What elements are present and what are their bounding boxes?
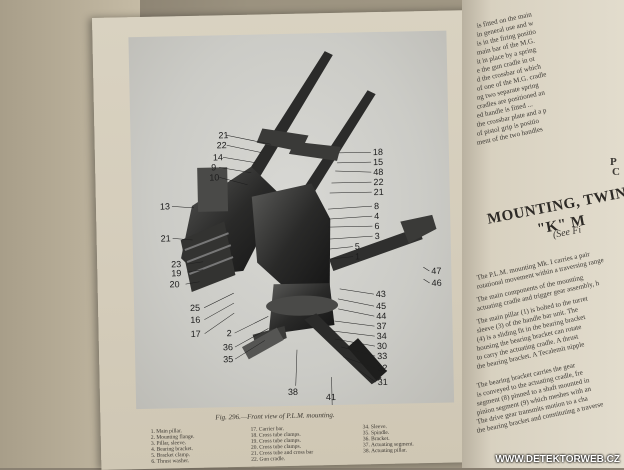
- callout-label: 46: [431, 277, 442, 288]
- callout-label: 8: [373, 201, 380, 212]
- callout-label: 30: [376, 340, 388, 352]
- callout-label: 37: [376, 320, 387, 332]
- figure-caption: Fig. 296.—Front view of P.L.M. mounting.: [215, 411, 335, 422]
- callout-label: 34: [376, 330, 387, 342]
- callout-label: 3: [374, 231, 380, 242]
- callout-label: 17: [190, 328, 201, 340]
- gun-barrel-left: [239, 51, 333, 191]
- section-letter: C: [612, 166, 620, 178]
- callout-label: 47: [431, 265, 442, 276]
- handle-bar: [329, 214, 437, 272]
- callout-label: 14: [212, 152, 224, 163]
- callout-label: 16: [190, 314, 201, 326]
- callout-label: 20: [169, 279, 180, 290]
- trigger-gear: [241, 313, 387, 385]
- callout-label: 10: [209, 172, 220, 183]
- ammo-feeds: [180, 221, 236, 292]
- right-page: is fitted on the main in general use and…: [462, 0, 624, 468]
- callout-label: 15: [372, 156, 384, 168]
- parts-legend: 1. Main pillar. 2. Mounting flange. 3. P…: [141, 422, 461, 465]
- gun-body-right: [251, 183, 331, 296]
- callout-label: 31: [377, 376, 388, 388]
- callout-label: 19: [171, 268, 182, 279]
- callout-label: 44: [376, 310, 387, 322]
- watermark: WWW.DETEKTORWEB.CZ: [495, 454, 620, 465]
- callout-label: 1: [354, 251, 361, 262]
- callout-label: 21: [160, 233, 171, 244]
- legend-column: 34. Sleeve. 35. Spindle. 36. Bracket. 37…: [363, 423, 414, 455]
- section-letter: P: [610, 156, 617, 168]
- callout-label: 32: [377, 362, 388, 374]
- callout-label: 43: [375, 288, 386, 300]
- callout-label: 41: [325, 391, 337, 403]
- callout-label: 35: [223, 354, 234, 365]
- callout-label: 5: [354, 241, 360, 252]
- callout-label: 18: [372, 146, 383, 158]
- legend-item: 6. Thrust washer.: [151, 458, 190, 465]
- callout-label: 6: [374, 221, 380, 232]
- callout-label: 13: [159, 201, 171, 212]
- callout-label: 21: [218, 130, 229, 141]
- legend-item: 38. Actuating pillar.: [363, 447, 407, 455]
- legend-column: 17. Carrier bar. 18. Cross tube clamps. …: [251, 425, 314, 463]
- callout-label: 22: [216, 140, 227, 151]
- gun-barrel-right: [299, 90, 376, 200]
- callout-label: 48: [373, 166, 384, 178]
- callout-label: 21: [373, 186, 384, 198]
- callout-label: 4: [374, 211, 380, 222]
- callout-label: 2: [226, 328, 232, 339]
- callout-label: 45: [375, 300, 387, 312]
- book-page: 21 22 14 9 10 13 21 23 19 20 25 16 17 2 …: [92, 9, 500, 470]
- callout-label: 36: [222, 342, 234, 353]
- callout-label: 38: [287, 386, 298, 397]
- legend-column: 1. Main pillar. 2. Mounting flange. 3. P…: [151, 428, 195, 465]
- callout-label: 9: [211, 162, 217, 173]
- legend-item: 22. Gun cradle.: [251, 456, 286, 463]
- figure-plate: 21 22 14 9 10 13 21 23 19 20 25 16 17 2 …: [128, 30, 455, 410]
- callout-label: 25: [189, 302, 201, 314]
- leader-lines: [171, 134, 430, 406]
- callout-label: 22: [373, 176, 384, 188]
- mounting-illustration: [171, 51, 437, 406]
- callout-label: 33: [377, 350, 388, 362]
